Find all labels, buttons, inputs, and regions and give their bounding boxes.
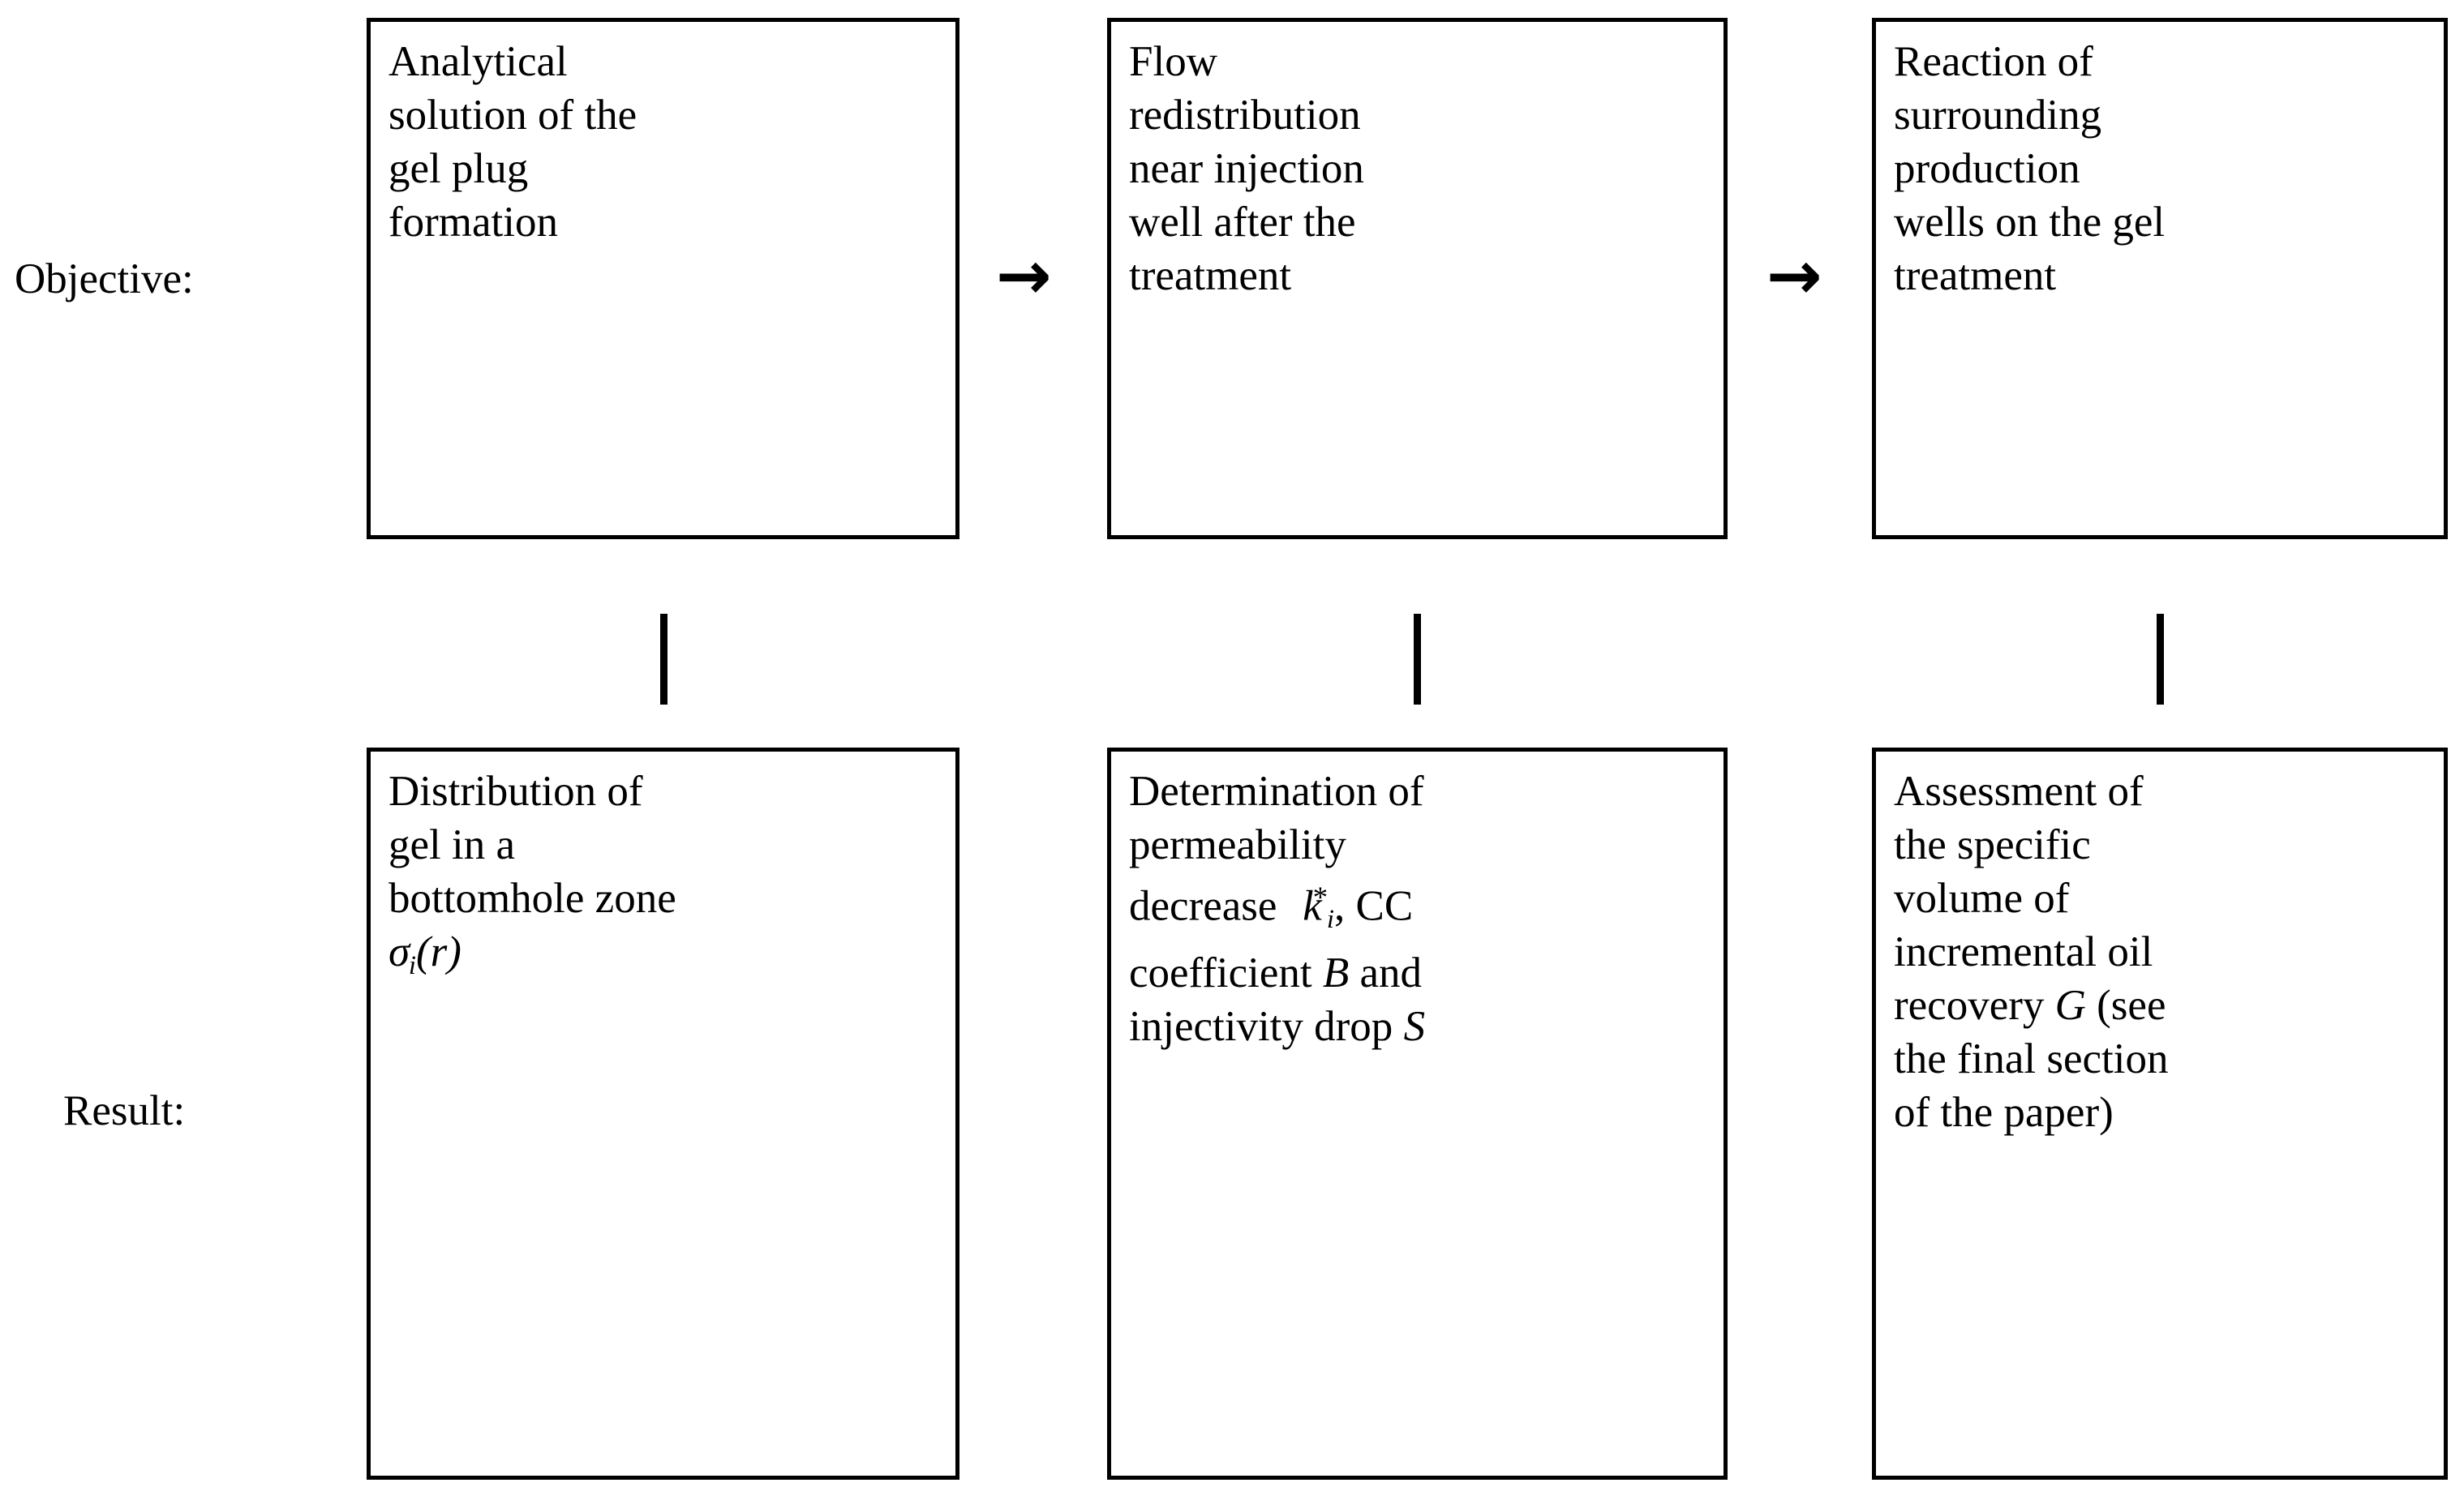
objective-box-1-line-2: solution of the [388,92,637,139]
decrease-label: decrease [1129,882,1277,930]
result-box-3-line-5: recovery G (see [1894,979,2444,1032]
objective-box-2-line-3: near injection [1129,145,1364,192]
objective-box-3-line-3: production [1894,145,2080,192]
objective-box-3: Reaction of surrounding production wells… [1872,18,2448,539]
b-variable: B [1322,949,1350,997]
row-label-objective: Objective: [15,255,194,302]
result-box-1-line-2: gel in a [388,821,515,868]
objective-box-1: Analytical solution of the gel plug form… [367,18,959,539]
objective-box-1-line-4: formation [388,199,558,246]
right-arrow-icon-1: → [996,238,1052,315]
k-superscript-asterisk: * [1312,881,1329,915]
vertical-connector-1 [660,614,668,705]
s-variable: S [1403,1003,1426,1051]
objective-box-2-line-2: redistribution [1129,92,1361,139]
objective-box-3-line-2: surrounding [1894,92,2102,139]
result-box-3-line-4: incremental oil [1894,928,2153,975]
result-box-1-line-1: Distribution of [388,768,643,815]
sigma-subscript: i [408,950,416,980]
vertical-connector-3 [2157,614,2164,705]
result-box-3-line-6: the final section [1894,1035,2169,1082]
result-box-3-line-7: of the paper) [1894,1089,2114,1136]
vertical-connector-2 [1414,614,1421,705]
sigma-argument: (r) [415,928,461,975]
row-label-result: Result: [63,1087,186,1134]
result-box-2-line-2: permeability [1129,821,1346,868]
objective-box-1-line-3: gel plug [388,145,529,192]
result-box-1-formula: σi(r) [388,925,955,992]
injectivity-drop-label: injectivity drop [1129,1003,1393,1051]
see-label: (see [2097,982,2166,1029]
g-variable: G [2054,982,2086,1029]
and-label: and [1359,949,1423,997]
result-box-2-line-4: coefficient B and [1129,946,1724,1000]
result-box-2-line-1: Determination of [1129,768,1424,815]
result-box-1: Distribution of gel in a bottomhole zone… [367,748,959,1480]
result-box-3-line-1: Assessment of [1894,768,2144,815]
objective-box-2-line-4: well after the [1129,199,1356,246]
result-box-2-line-5: injectivity drop S [1129,1000,1724,1053]
objective-box-3-line-4: wells on the gel [1894,199,2166,246]
result-box-2-line-3: decrease k*i, CC [1129,872,1724,946]
objective-box-1-line-1: Analytical [388,38,568,85]
coefficient-label: coefficient [1129,949,1312,997]
result-box-3: Assessment of the specific volume of inc… [1872,748,2448,1480]
result-box-2: Determination of permeability decrease k*… [1107,748,1728,1480]
result-box-1-line-3: bottomhole zone [388,875,676,922]
objective-box-2-line-5: treatment [1129,252,1292,299]
recovery-label: recovery [1894,982,2045,1029]
k-symbol: k [1303,882,1322,930]
right-arrow-icon-2: → [1766,238,1822,315]
result-box-3-line-2: the specific [1894,821,2091,868]
objective-box-2-line-1: Flow [1129,38,1217,85]
objective-box-3-line-1: Reaction of [1894,38,2093,85]
objective-box-2: Flow redistribution near injection well … [1107,18,1728,539]
sigma-symbol: σ [388,928,410,975]
cc-label: , CC [1333,882,1414,930]
k-subscript: i [1326,905,1334,935]
objective-box-3-line-5: treatment [1894,252,2057,299]
result-box-3-line-3: volume of [1894,875,2070,922]
